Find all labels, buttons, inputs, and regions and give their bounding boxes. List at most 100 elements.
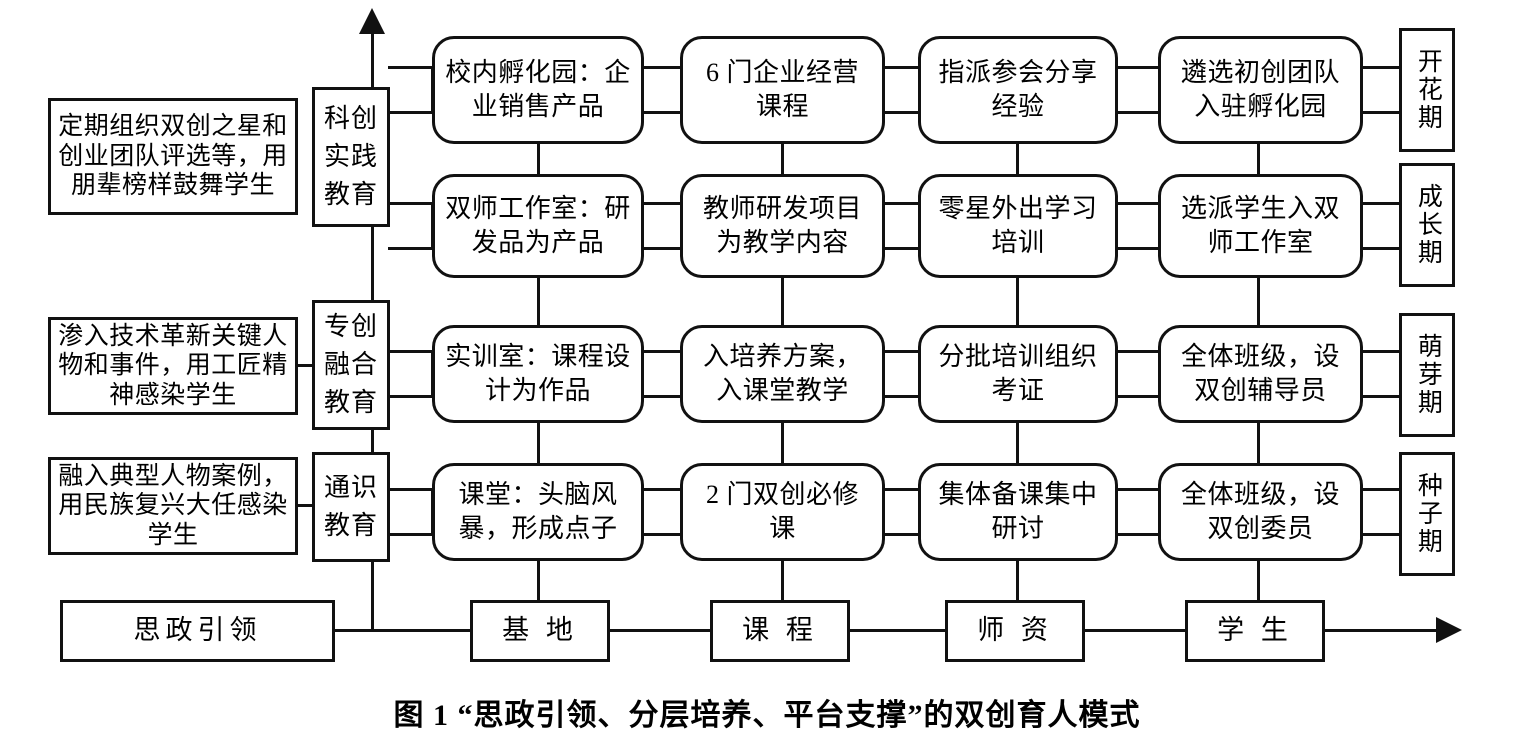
base-axis-tail-line	[1323, 629, 1438, 632]
matrix-cell-text-r1c3: 指派参会分享经验	[938, 58, 1098, 121]
figure-caption: 图 1 “思政引领、分层培养、平台支撑”的双创育人模式	[393, 699, 1141, 732]
base-item-box-4: 学 生	[1185, 600, 1325, 662]
row3-connector-c4-stage	[1360, 350, 1402, 398]
matrix-cell-text-r2c1: 双师工作室：研发品为产品	[445, 194, 631, 257]
col2-vline-r3-r4	[781, 420, 784, 466]
matrix-cell-text-r3c4: 全体班级，设双创辅导员	[1180, 342, 1340, 405]
col4-vline-r3-r4	[1257, 420, 1260, 466]
matrix-cell-r4c4: 全体班级，设双创委员	[1158, 463, 1363, 561]
matrix-cell-r2c4: 选派学生入双师工作室	[1158, 174, 1363, 278]
matrix-cell-text-r4c1: 课堂：头脑风暴，形成点子	[458, 480, 618, 543]
matrix-cell-r1c4: 遴选初创团队入驻孵化园	[1158, 36, 1363, 144]
matrix-cell-r2c3: 零星外出学习培训	[918, 174, 1118, 278]
stage-label-1: 开花期	[1414, 48, 1442, 132]
row2-connector-c2-c3	[882, 202, 921, 250]
base-axis-arrowhead	[1436, 617, 1462, 643]
row1-connector-c4-stage	[1360, 66, 1402, 114]
ideology-note-box-1: 定期组织双创之星和创业团队评选等，用朋辈榜样鼓舞学生	[48, 98, 298, 215]
ideology-note-box-2: 渗入技术革新关键人物和事件，用工匠精神感染学生	[48, 317, 298, 415]
matrix-cell-text-r3c2: 入培养方案，入课堂教学	[702, 342, 862, 405]
row1-connector-layer-c1	[388, 66, 434, 114]
col2-vline-r2-r3	[781, 275, 784, 328]
layer-label-1: 科创实践教育	[323, 104, 378, 209]
base-item-label-4: 学 生	[1217, 615, 1293, 646]
layer-label-2: 专创融合教育	[323, 312, 378, 417]
col4-vline-r1-r2	[1257, 141, 1260, 177]
stage-box-3: 萌芽期	[1399, 313, 1455, 437]
col3-vline-r1-r2	[1016, 141, 1019, 177]
matrix-cell-r1c3: 指派参会分享经验	[918, 36, 1118, 144]
base-item-box-2: 课 程	[710, 600, 850, 662]
row2-connector-layer-c1	[388, 202, 434, 250]
matrix-cell-text-r1c2: 6 门企业经营课程	[705, 58, 859, 121]
base-item-box-1: 基 地	[470, 600, 610, 662]
layer-box-1: 科创实践教育	[312, 87, 390, 227]
matrix-cell-r3c2: 入培养方案，入课堂教学	[680, 325, 885, 423]
col2-vline-r4-base	[781, 558, 784, 606]
row3-connector-c1-c2	[641, 350, 683, 398]
base-connector-item3-item4	[1083, 629, 1187, 632]
matrix-cell-text-r1c1: 校内孵化园：企业销售产品	[445, 58, 631, 121]
layer-box-2: 专创融合教育	[312, 300, 390, 430]
base-item-label-2: 课 程	[742, 615, 818, 646]
ideology-note-text-3: 融入典型人物案例，用民族复兴大任感染学生	[58, 462, 288, 549]
row4-connector-c4-stage	[1360, 488, 1402, 536]
base-connector-item1-item2	[608, 629, 712, 632]
matrix-cell-r2c1: 双师工作室：研发品为产品	[432, 174, 644, 278]
col4-vline-r2-r3	[1257, 275, 1260, 328]
col1-vline-r1-r2	[537, 141, 540, 177]
matrix-cell-text-r4c4: 全体班级，设双创委员	[1180, 480, 1340, 543]
col1-vline-r2-r3	[537, 275, 540, 328]
matrix-cell-text-r2c4: 选派学生入双师工作室	[1180, 194, 1340, 257]
matrix-cell-r2c2: 教师研发项目为教学内容	[680, 174, 885, 278]
matrix-cell-r3c4: 全体班级，设双创辅导员	[1158, 325, 1363, 423]
matrix-cell-text-r1c4: 遴选初创团队入驻孵化园	[1180, 58, 1340, 121]
base-connector-item2-item3	[848, 629, 947, 632]
matrix-cell-r4c3: 集体备课集中研讨	[918, 463, 1118, 561]
stage-label-4: 种子期	[1414, 472, 1442, 556]
col2-vline-r1-r2	[781, 141, 784, 177]
matrix-cell-text-r4c3: 集体备课集中研讨	[938, 480, 1098, 543]
row4-connector-layer-c1	[388, 488, 434, 536]
row4-connector-c2-c3	[882, 488, 921, 536]
ideology-note-text-1: 定期组织双创之星和创业团队评选等，用朋辈榜样鼓舞学生	[58, 113, 288, 200]
ideology-note-box-3: 融入典型人物案例，用民族复兴大任感染学生	[48, 457, 298, 555]
stage-box-2: 成长期	[1399, 163, 1455, 287]
col1-vline-r4-base	[537, 558, 540, 606]
base-item-box-3: 师 资	[945, 600, 1085, 662]
layer-box-3: 通识教育	[312, 452, 390, 562]
row4-connector-c1-c2	[641, 488, 683, 536]
base-item-label-1: 基 地	[502, 615, 578, 646]
base-lead-label: 思政引领	[133, 615, 262, 646]
row3-connector-c3-c4	[1115, 350, 1161, 398]
row3-connector-layer-c1	[388, 350, 434, 398]
matrix-cell-r4c2: 2 门双创必修课	[680, 463, 885, 561]
row2-connector-c4-stage	[1360, 202, 1402, 250]
col1-vline-r3-r4	[537, 420, 540, 466]
col3-vline-r2-r3	[1016, 275, 1019, 328]
col4-vline-r4-base	[1257, 558, 1260, 606]
row2-connector-c3-c4	[1115, 202, 1161, 250]
stage-label-2: 成长期	[1414, 183, 1442, 267]
note-layer-connector-2	[298, 364, 312, 367]
row2-connector-c1-c2	[641, 202, 683, 250]
row1-connector-c2-c3	[882, 66, 921, 114]
col3-vline-r4-base	[1016, 558, 1019, 606]
matrix-cell-r1c2: 6 门企业经营课程	[680, 36, 885, 144]
matrix-cell-text-r3c3: 分批培训组织考证	[938, 342, 1098, 405]
base-item-label-3: 师 资	[977, 615, 1053, 646]
matrix-cell-r1c1: 校内孵化园：企业销售产品	[432, 36, 644, 144]
note-layer-connector-3	[298, 504, 312, 507]
matrix-cell-r4c1: 课堂：头脑风暴，形成点子	[432, 463, 644, 561]
row1-connector-c3-c4	[1115, 66, 1161, 114]
matrix-cell-text-r2c2: 教师研发项目为教学内容	[702, 194, 862, 257]
row1-connector-c1-c2	[641, 66, 683, 114]
layer-label-3: 通识教育	[323, 473, 378, 540]
base-lead-box: 思政引领	[60, 600, 335, 662]
stage-box-1: 开花期	[1399, 28, 1455, 152]
matrix-cell-text-r3c1: 实训室：课程设计为作品	[445, 342, 631, 405]
matrix-cell-r3c1: 实训室：课程设计为作品	[432, 325, 644, 423]
stage-label-3: 萌芽期	[1414, 333, 1442, 417]
base-connector-lead-item1	[333, 629, 472, 632]
